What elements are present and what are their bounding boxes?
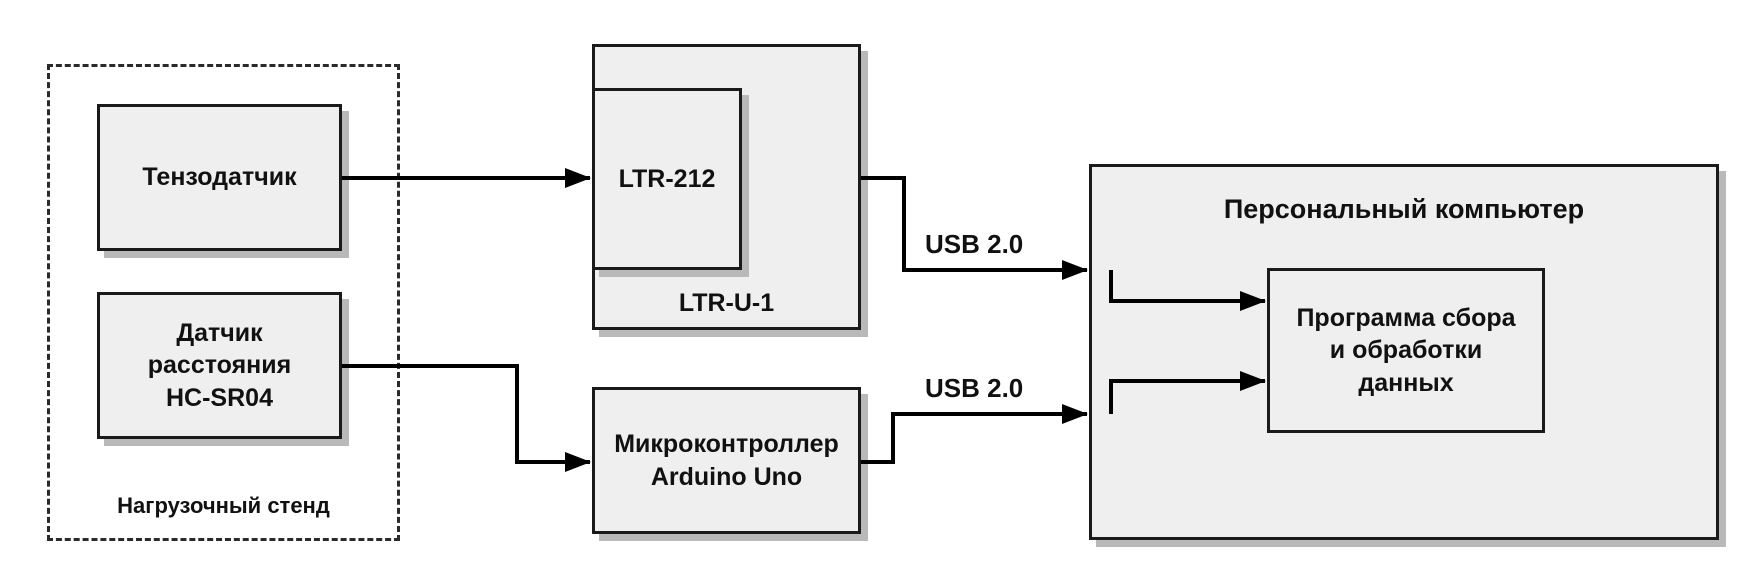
ltr-212-block: LTR-212 (592, 88, 742, 270)
personal-computer-label: Персональный компьютер (1223, 194, 1585, 224)
ltr-212-label: LTR-212 (618, 164, 716, 193)
load-stand-label: Нагрузочный стенд (117, 493, 330, 518)
distance-sensor-block: Датчик расстояния HC-SR04 (97, 292, 342, 439)
usb-label-bottom: USB 2.0 (925, 373, 1024, 403)
load-stand-group (47, 64, 400, 541)
strain-gauge-label: Тензодатчик (142, 163, 297, 192)
link-pc-to-program-top (1109, 270, 1266, 311)
link-distance-to-mcu (342, 364, 591, 472)
program-block: Программа сбора и обработки данных (1267, 268, 1545, 433)
strain-gauge-block: Тензодатчик (97, 104, 342, 251)
distance-sensor-label: Датчик расстояния HC-SR04 (147, 318, 292, 412)
usb-label-top: USB 2.0 (925, 229, 1024, 259)
link-pc-to-program-bottom (1109, 371, 1266, 414)
ltr-u1-label: LTR-U-1 (678, 289, 775, 317)
link-ltr-to-pc (861, 176, 1088, 280)
microcontroller-block: Микроконтроллер Arduino Uno (592, 387, 861, 534)
program-label: Программа сбора и обработки данных (1296, 303, 1516, 397)
link-mcu-to-pc (861, 404, 1088, 464)
microcontroller-label: Микроконтроллер Arduino Uno (614, 430, 839, 491)
